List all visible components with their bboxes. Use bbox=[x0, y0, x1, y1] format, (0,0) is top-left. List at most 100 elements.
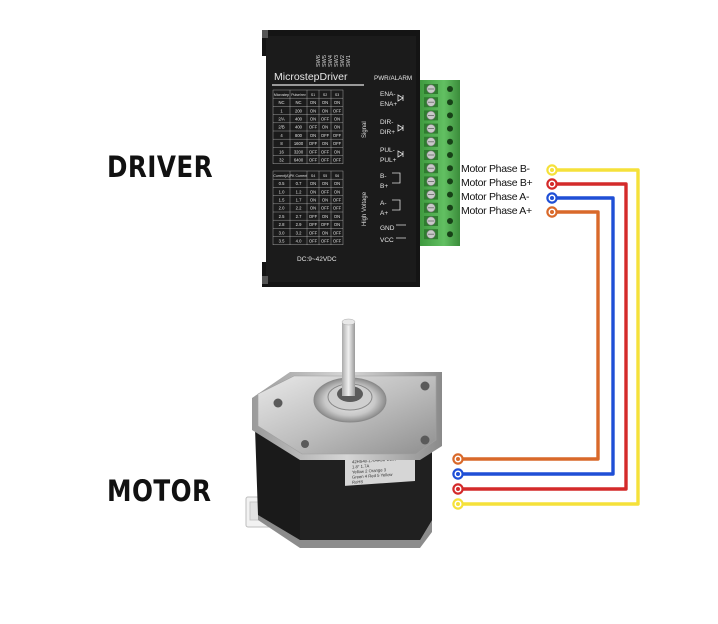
terminal-label: DIR- bbox=[380, 119, 393, 126]
phase-label-1: Motor Phase B- bbox=[461, 163, 530, 175]
terminal-socket bbox=[447, 99, 453, 106]
table-cell: OFF bbox=[333, 133, 342, 138]
table-cell: 3200 bbox=[294, 149, 304, 154]
terminal-socket bbox=[447, 125, 453, 132]
table-cell: ON bbox=[322, 214, 328, 219]
table-cell: 3.5 bbox=[279, 239, 285, 244]
table-cell: 2.8 bbox=[279, 222, 285, 227]
table-cell: ON bbox=[310, 189, 316, 194]
table-cell: OFF bbox=[309, 158, 318, 163]
wire-4 bbox=[458, 210, 600, 461]
table-cell: 400 bbox=[295, 125, 303, 130]
terminal-label: ENA- bbox=[380, 91, 396, 98]
table-cell: OFF bbox=[309, 222, 318, 227]
terminal-label: A+ bbox=[380, 210, 388, 217]
table-cell: 0.5 bbox=[279, 181, 285, 186]
table-cell: 1.5 bbox=[279, 198, 285, 203]
switch-label: SW1 bbox=[346, 55, 352, 67]
table-cell: OFF bbox=[309, 149, 318, 154]
table-cell: OFF bbox=[321, 133, 330, 138]
terminal-socket bbox=[447, 138, 453, 145]
table-cell: 4 bbox=[280, 133, 283, 138]
terminal-socket bbox=[447, 178, 453, 185]
table-cell: OFF bbox=[309, 214, 318, 219]
terminal-socket bbox=[447, 86, 453, 92]
table-cell: ON bbox=[322, 108, 328, 113]
table-cell: 2/B bbox=[278, 125, 284, 130]
table-cell: ON bbox=[334, 149, 340, 154]
sticker-line: Yellow 2 Orange 3 bbox=[352, 467, 387, 474]
table-cell: 4.0 bbox=[296, 239, 302, 244]
table-cell: S5 bbox=[323, 174, 327, 178]
terminal-socket bbox=[447, 152, 453, 158]
table-cell: ON bbox=[334, 189, 340, 194]
terminal-socket bbox=[447, 191, 453, 198]
table-cell: OFF bbox=[321, 158, 330, 163]
terminal-label: ENA+ bbox=[380, 101, 397, 108]
table-cell: 1.7 bbox=[296, 198, 302, 203]
table-cell: 1.2 bbox=[296, 189, 302, 194]
table-cell: OFF bbox=[333, 206, 342, 211]
table-cell: 3.2 bbox=[296, 230, 302, 235]
switch-label: SW4 bbox=[328, 55, 334, 67]
table-cell: OFF bbox=[321, 149, 330, 154]
table-cell: 32 bbox=[279, 158, 284, 163]
table-cell: ON bbox=[310, 181, 316, 186]
motor-label: MOTOR bbox=[107, 474, 212, 508]
pwr-alarm-label: PWR/ALARM bbox=[374, 75, 412, 82]
table-cell: 1 bbox=[280, 108, 283, 113]
table-cell: ON bbox=[310, 100, 316, 105]
table-cell: ON bbox=[334, 214, 340, 219]
voltage-label: DC:9~42VDC bbox=[297, 256, 337, 263]
phase-label-2: Motor Phase B+ bbox=[461, 177, 533, 189]
terminal-label: PUL+ bbox=[380, 157, 397, 164]
table-cell: ON bbox=[334, 117, 340, 122]
table-cell: NC bbox=[295, 100, 301, 105]
table-cell: 2.0 bbox=[279, 206, 285, 211]
terminal-label: PUL- bbox=[380, 147, 395, 154]
table-cell: Microstep bbox=[274, 93, 289, 97]
table-cell: ON bbox=[334, 100, 340, 105]
table-cell: OFF bbox=[333, 198, 342, 203]
table-cell: OFF bbox=[321, 239, 330, 244]
switch-label: SW5 bbox=[322, 55, 328, 67]
table-cell: ON bbox=[322, 141, 328, 146]
table-cell: ON bbox=[322, 198, 328, 203]
wire-1 bbox=[458, 168, 640, 506]
opto-icons bbox=[392, 94, 406, 239]
terminal-label: VCC bbox=[380, 237, 394, 244]
terminal-socket bbox=[447, 218, 453, 224]
terminal-socket bbox=[447, 112, 453, 119]
table-cell: ON bbox=[310, 133, 316, 138]
table-cell: 3.0 bbox=[279, 230, 285, 235]
table-cell: 6400 bbox=[294, 158, 304, 163]
signal-label: Signal bbox=[362, 121, 368, 138]
table-cell: 2.2 bbox=[296, 206, 302, 211]
wires bbox=[452, 164, 640, 510]
table-cell: 2/A bbox=[278, 117, 284, 122]
table-cell: OFF bbox=[309, 230, 318, 235]
terminal-socket bbox=[447, 204, 453, 211]
table-cell: 2.5 bbox=[279, 214, 285, 219]
table-cell: ON bbox=[322, 230, 328, 235]
table-cell: 400 bbox=[295, 117, 303, 122]
table-cell: S1 bbox=[311, 93, 315, 97]
sticker-line: 1.8° 1.7A bbox=[352, 463, 369, 469]
table-cell: 8 bbox=[280, 141, 283, 146]
terminal-label: DIR+ bbox=[380, 129, 395, 136]
table-cell: ON bbox=[334, 125, 340, 130]
table-cell: ON bbox=[334, 181, 340, 186]
table-cell: 16 bbox=[279, 149, 284, 154]
table-cell: ON bbox=[310, 206, 316, 211]
terminal-socket bbox=[447, 231, 453, 238]
driver-title: MicrostepDriver bbox=[274, 71, 348, 83]
phase-label-3: Motor Phase A- bbox=[461, 191, 530, 203]
table-cell: PK Current bbox=[290, 174, 307, 178]
table-cell: 2.7 bbox=[296, 214, 302, 219]
table-cell: ON bbox=[310, 117, 316, 122]
table-cell: OFF bbox=[321, 189, 330, 194]
